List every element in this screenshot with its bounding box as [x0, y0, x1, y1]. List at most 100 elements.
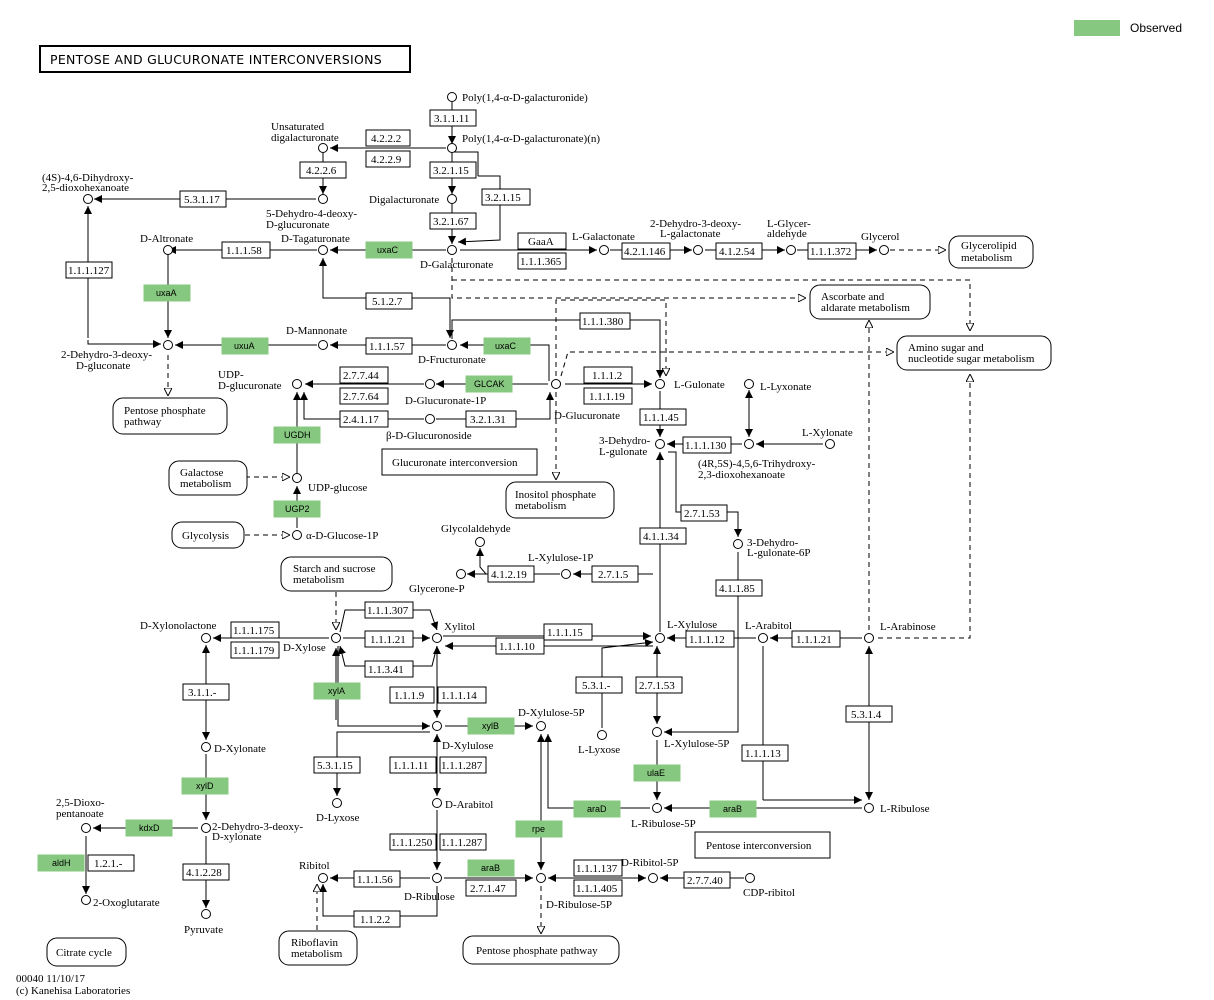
enzyme-box[interactable]: 1.1.1.56 [353, 870, 401, 888]
enzyme-box[interactable]: 4.2.2.2 [365, 129, 411, 147]
map-label: Ascorbate and [821, 291, 885, 303]
enzyme-box[interactable]: 1.1.1.127 [65, 261, 113, 279]
enzyme-box[interactable]: 3.1.1.- [182, 683, 230, 701]
enzyme-box[interactable]: 1.1.2.2 [353, 910, 401, 928]
enzyme-box[interactable]: 5.3.1.17 [179, 190, 227, 208]
enzyme-box[interactable]: 1.1.1.11 [389, 756, 437, 774]
enzyme-box[interactable]: 5.1.2.7 [365, 292, 413, 310]
enzyme-box[interactable]: 2.7.1.5 [591, 565, 639, 583]
enzyme-box[interactable]: 2.7.1.53 [680, 504, 728, 522]
enzyme-box[interactable]: 1.1.1.287 [439, 833, 487, 851]
enzyme-box[interactable]: 2.7.7.40 [683, 871, 731, 889]
map-link[interactable]: Pentose phosphate pathway [462, 935, 620, 965]
enzyme-box[interactable]: 2.7.7.64 [339, 387, 389, 405]
map-label: metabolism [291, 948, 343, 960]
enzyme-box[interactable]: 1.1.1.307 [364, 601, 414, 619]
enzyme-box[interactable]: 1.1.1.19 [583, 387, 633, 405]
enzyme-box[interactable]: 1.1.1.365 [517, 252, 567, 270]
enzyme-box[interactable]: GaaA [517, 232, 567, 250]
gene-box[interactable]: GLCAK [465, 375, 513, 393]
gene-box[interactable]: UGP2 [273, 500, 321, 518]
compound-label: Glycerol [861, 231, 899, 243]
gene-box[interactable]: uxuA [221, 337, 269, 355]
enzyme-box[interactable]: 1.1.1.12 [685, 630, 735, 648]
gene-box[interactable]: xylD [181, 777, 229, 795]
enzyme-box[interactable]: 1.1.1.21 [364, 630, 414, 648]
enzyme-box[interactable]: 1.1.1.380 [579, 312, 631, 330]
enzyme-box[interactable]: 3.2.1.15 [481, 188, 531, 206]
enzyme-box[interactable]: 2.7.1.53 [635, 676, 683, 694]
enzyme-box[interactable]: 5.3.1.4 [845, 705, 893, 723]
enzyme-box[interactable]: 3.2.1.15 [429, 161, 477, 179]
compound-label: D-glucuronate [218, 380, 282, 392]
enzyme-box[interactable]: 1.1.1.130 [682, 436, 732, 454]
enzyme-box[interactable]: 3.2.1.31 [465, 410, 517, 428]
enzyme-box[interactable]: 5.3.1.- [575, 676, 623, 694]
gene-box[interactable]: uxaA [143, 284, 191, 302]
enzyme-box[interactable]: 1.1.1.2 [583, 366, 633, 384]
gene-box[interactable]: araD [573, 800, 621, 818]
compound-label: L-gulonate [599, 446, 647, 458]
gene-box[interactable]: rpe [515, 820, 563, 838]
enzyme-box[interactable]: 4.2.2.6 [299, 161, 347, 179]
compound-label: 2,5-dioxohexanoate [42, 182, 129, 194]
enzyme-box[interactable]: 1.1.1.137 [573, 859, 623, 877]
gene-box[interactable]: araB [467, 859, 515, 877]
gene-box[interactable]: uxaC [365, 241, 413, 259]
compound-label: 2,5-Dioxo- [56, 797, 105, 809]
enzyme-box[interactable]: 1.1.1.57 [365, 337, 413, 355]
enzyme-box[interactable]: 1.1.1.405 [573, 879, 623, 897]
enzyme-box[interactable]: 4.1.2.28 [182, 863, 230, 881]
enzyme-box[interactable]: 1.1.3.41 [364, 660, 414, 678]
enzyme-box[interactable]: 5.3.1.15 [313, 756, 361, 774]
enzyme-box[interactable]: 1.1.1.58 [221, 241, 271, 259]
enzyme-box[interactable]: 4.1.1.85 [715, 579, 763, 597]
enzyme-box[interactable]: 4.1.2.19 [487, 565, 535, 583]
enzyme-box[interactable]: 3.1.1.11 [429, 109, 477, 127]
gene-box[interactable]: xylB [467, 717, 515, 735]
gene-label: kdxD [139, 823, 160, 833]
enzyme-box[interactable]: 2.7.7.44 [339, 366, 389, 384]
gene-label: xylA [328, 686, 345, 696]
enzyme-box[interactable]: 1.1.1.45 [639, 408, 687, 426]
map-link[interactable]: Glycolysis [171, 521, 245, 549]
enzyme-box[interactable]: 1.1.1.10 [495, 637, 545, 655]
enzyme-box[interactable]: 1.1.1.13 [741, 744, 789, 762]
map-link[interactable]: Pentose interconversion [694, 831, 831, 859]
gene-box[interactable]: uxaC [483, 337, 531, 355]
enzyme-box[interactable]: 1.1.1.14 [437, 686, 487, 704]
enzyme-box[interactable]: 1.1.1.21 [791, 630, 841, 648]
enzyme-box[interactable]: 1.1.1.287 [439, 756, 487, 774]
gene-label: uxaA [156, 288, 177, 298]
enzyme-box[interactable]: 4.2.2.9 [365, 150, 411, 168]
enzyme-box[interactable]: 4.1.2.54 [715, 242, 763, 260]
gene-box[interactable]: xylA [313, 682, 361, 700]
enzyme-box[interactable]: 1.1.1.250 [389, 833, 437, 851]
enzyme-box[interactable]: 3.2.1.67 [429, 212, 477, 230]
enzyme-box[interactable]: 4.2.1.146 [621, 242, 671, 260]
enzyme-box[interactable]: 2.4.1.17 [339, 410, 389, 428]
gene-box[interactable]: aldH [37, 854, 85, 872]
enzyme-box[interactable]: 1.1.1.15 [543, 623, 593, 641]
map-link[interactable]: Citrate cycle [46, 937, 127, 967]
enzyme-box[interactable]: 1.1.1.179 [230, 641, 280, 659]
enzyme-box[interactable]: 4.1.1.34 [639, 527, 687, 545]
enzyme-box[interactable]: 1.1.1.9 [389, 686, 435, 704]
map-link[interactable]: Glucuronate interconversion [381, 448, 538, 476]
gene-box[interactable]: kdxD [125, 819, 173, 837]
gene-box[interactable]: ulaE [633, 764, 681, 782]
gene-box[interactable]: araB [709, 800, 757, 818]
enzyme-box[interactable]: 1.1.1.175 [230, 621, 280, 639]
gene-box[interactable]: UGDH [273, 426, 321, 444]
enzyme-box[interactable]: 1.2.1.- [87, 854, 135, 872]
enzyme-box[interactable]: 1.1.1.372 [807, 242, 857, 260]
enzyme-box[interactable]: 2.7.1.47 [465, 879, 517, 897]
